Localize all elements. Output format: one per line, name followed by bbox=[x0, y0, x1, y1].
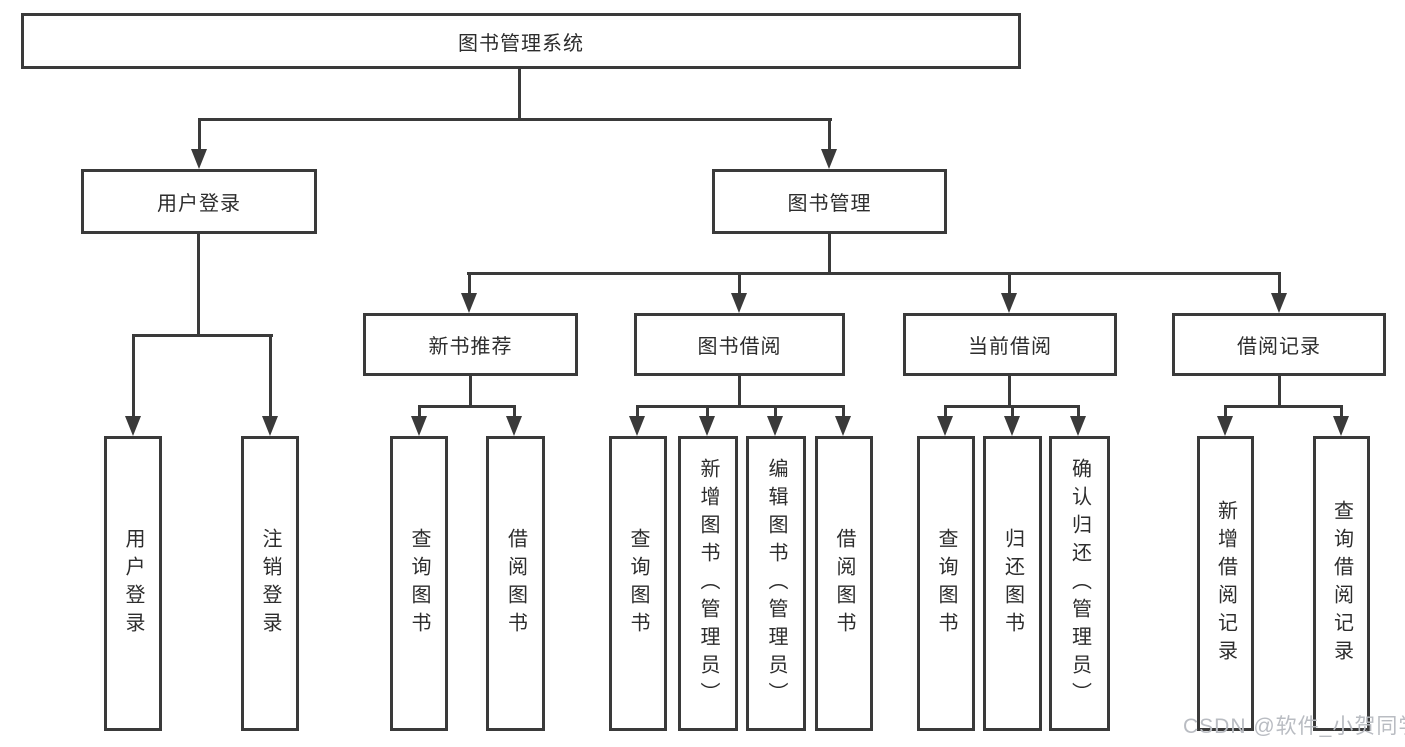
arrow-down-icon bbox=[835, 416, 851, 436]
connector-stem bbox=[1008, 376, 1011, 407]
arrow-down-icon bbox=[699, 416, 715, 436]
csdn-watermark: CSDN @软件_小贺同学 bbox=[1183, 715, 1405, 738]
connector-stem bbox=[468, 272, 471, 294]
connector-stem bbox=[513, 405, 516, 419]
node-root: 图书管理系统 bbox=[21, 13, 1021, 69]
connector-root-trunk bbox=[518, 69, 521, 120]
arrow-down-icon bbox=[1001, 293, 1017, 313]
leaf-records-add-record: 新增借阅记录 bbox=[1197, 436, 1254, 731]
arrow-down-icon bbox=[411, 416, 427, 436]
connector-stem bbox=[842, 405, 845, 419]
arrow-down-icon bbox=[1070, 416, 1086, 436]
connector-stem bbox=[944, 405, 947, 419]
connector-stem bbox=[828, 234, 831, 274]
connector-splitter bbox=[636, 405, 845, 408]
connector-stem bbox=[828, 118, 831, 150]
connector-user-login-splitter bbox=[132, 334, 273, 337]
arrow-down-icon bbox=[629, 416, 645, 436]
connector-stem bbox=[774, 405, 777, 419]
connector-stem bbox=[132, 334, 135, 418]
connector-stem bbox=[1008, 272, 1011, 294]
arrow-down-icon bbox=[1333, 416, 1349, 436]
connector-stem bbox=[1077, 405, 1080, 419]
connector-stem bbox=[1278, 376, 1281, 407]
arrow-down-icon bbox=[262, 416, 278, 436]
connector-stem bbox=[706, 405, 709, 419]
arrow-down-icon bbox=[1271, 293, 1287, 313]
connector-stem bbox=[469, 376, 472, 407]
node-current-borrowing: 当前借阅 bbox=[903, 313, 1117, 376]
leaf-current-return-books: 归还图书 bbox=[983, 436, 1042, 731]
leaf-newbook-query-books: 查询图书 bbox=[390, 436, 448, 731]
connector-stem bbox=[269, 334, 272, 418]
leaf-borrowing-borrow-books: 借阅图书 bbox=[815, 436, 873, 731]
node-book-management: 图书管理 bbox=[712, 169, 947, 234]
connector-stem bbox=[418, 405, 421, 419]
connector-stem bbox=[197, 234, 200, 337]
leaf-records-query-record: 查询借阅记录 bbox=[1313, 436, 1370, 731]
leaf-current-query-books: 查询图书 bbox=[917, 436, 975, 731]
arrow-down-icon bbox=[191, 149, 207, 169]
connector-splitter bbox=[1224, 405, 1342, 408]
arrow-down-icon bbox=[767, 416, 783, 436]
connector-level1-splitter bbox=[198, 118, 832, 121]
leaf-borrowing-add-books-admin: 新增图书（管理员） bbox=[678, 436, 738, 731]
connector-stem bbox=[738, 272, 741, 294]
arrow-down-icon bbox=[821, 149, 837, 169]
leaf-current-confirm-return-admin: 确认归还（管理员） bbox=[1049, 436, 1110, 731]
connector-stem bbox=[1224, 405, 1227, 419]
leaf-newbook-borrow-books: 借阅图书 bbox=[486, 436, 545, 731]
leaf-borrowing-query-books: 查询图书 bbox=[609, 436, 667, 731]
node-new-book-recommend: 新书推荐 bbox=[363, 313, 578, 376]
connector-level2-splitter bbox=[467, 272, 1281, 275]
leaf-user-login: 用户登录 bbox=[104, 436, 162, 731]
node-borrowing-records: 借阅记录 bbox=[1172, 313, 1386, 376]
node-book-borrowing: 图书借阅 bbox=[634, 313, 845, 376]
arrow-down-icon bbox=[125, 416, 141, 436]
leaf-logout: 注销登录 bbox=[241, 436, 299, 731]
connector-stem bbox=[1340, 405, 1343, 419]
arrow-down-icon bbox=[1004, 416, 1020, 436]
arrow-down-icon bbox=[506, 416, 522, 436]
connector-stem bbox=[1011, 405, 1014, 419]
connector-stem bbox=[1278, 272, 1281, 294]
leaf-borrowing-edit-books-admin: 编辑图书（管理员） bbox=[746, 436, 806, 731]
connector-splitter bbox=[418, 405, 516, 408]
arrow-down-icon bbox=[937, 416, 953, 436]
arrow-down-icon bbox=[461, 293, 477, 313]
connector-stem bbox=[198, 118, 201, 150]
connector-stem bbox=[738, 376, 741, 407]
connector-stem bbox=[636, 405, 639, 419]
arrow-down-icon bbox=[1217, 416, 1233, 436]
arrow-down-icon bbox=[731, 293, 747, 313]
node-user-login: 用户登录 bbox=[81, 169, 317, 234]
